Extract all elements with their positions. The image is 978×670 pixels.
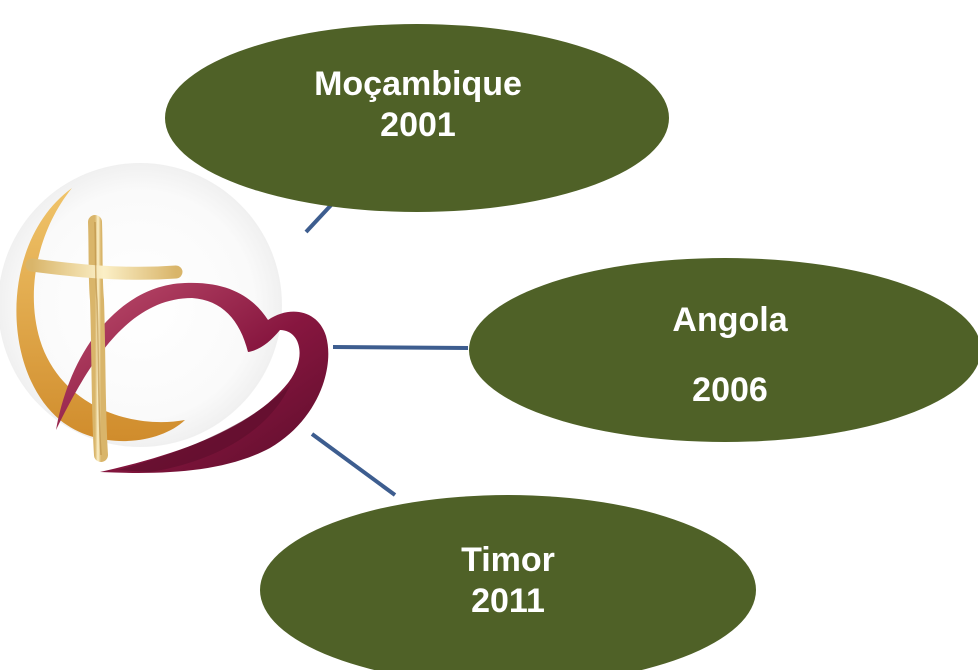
node-name: Angola — [672, 301, 788, 339]
node-year: 2011 — [471, 581, 545, 620]
node-name: Moçambique — [314, 65, 522, 103]
node-angola — [469, 258, 978, 442]
node-year: 2001 — [380, 105, 456, 144]
node-name: Timor — [461, 541, 555, 579]
connectors — [304, 201, 469, 497]
node-year: 2006 — [692, 370, 768, 409]
node-mocambique — [165, 24, 669, 212]
connector-mocambique — [304, 201, 335, 234]
connector-timor — [310, 432, 397, 497]
node-timor — [260, 495, 756, 670]
connector-angola — [332, 345, 469, 350]
node-label-angola: Angola 2006 — [540, 286, 920, 425]
cross-and-heart-logo — [0, 163, 329, 473]
node-label-mocambique: Moçambique 2001 — [238, 64, 598, 146]
node-label-timor: Timor 2011 — [318, 540, 698, 622]
